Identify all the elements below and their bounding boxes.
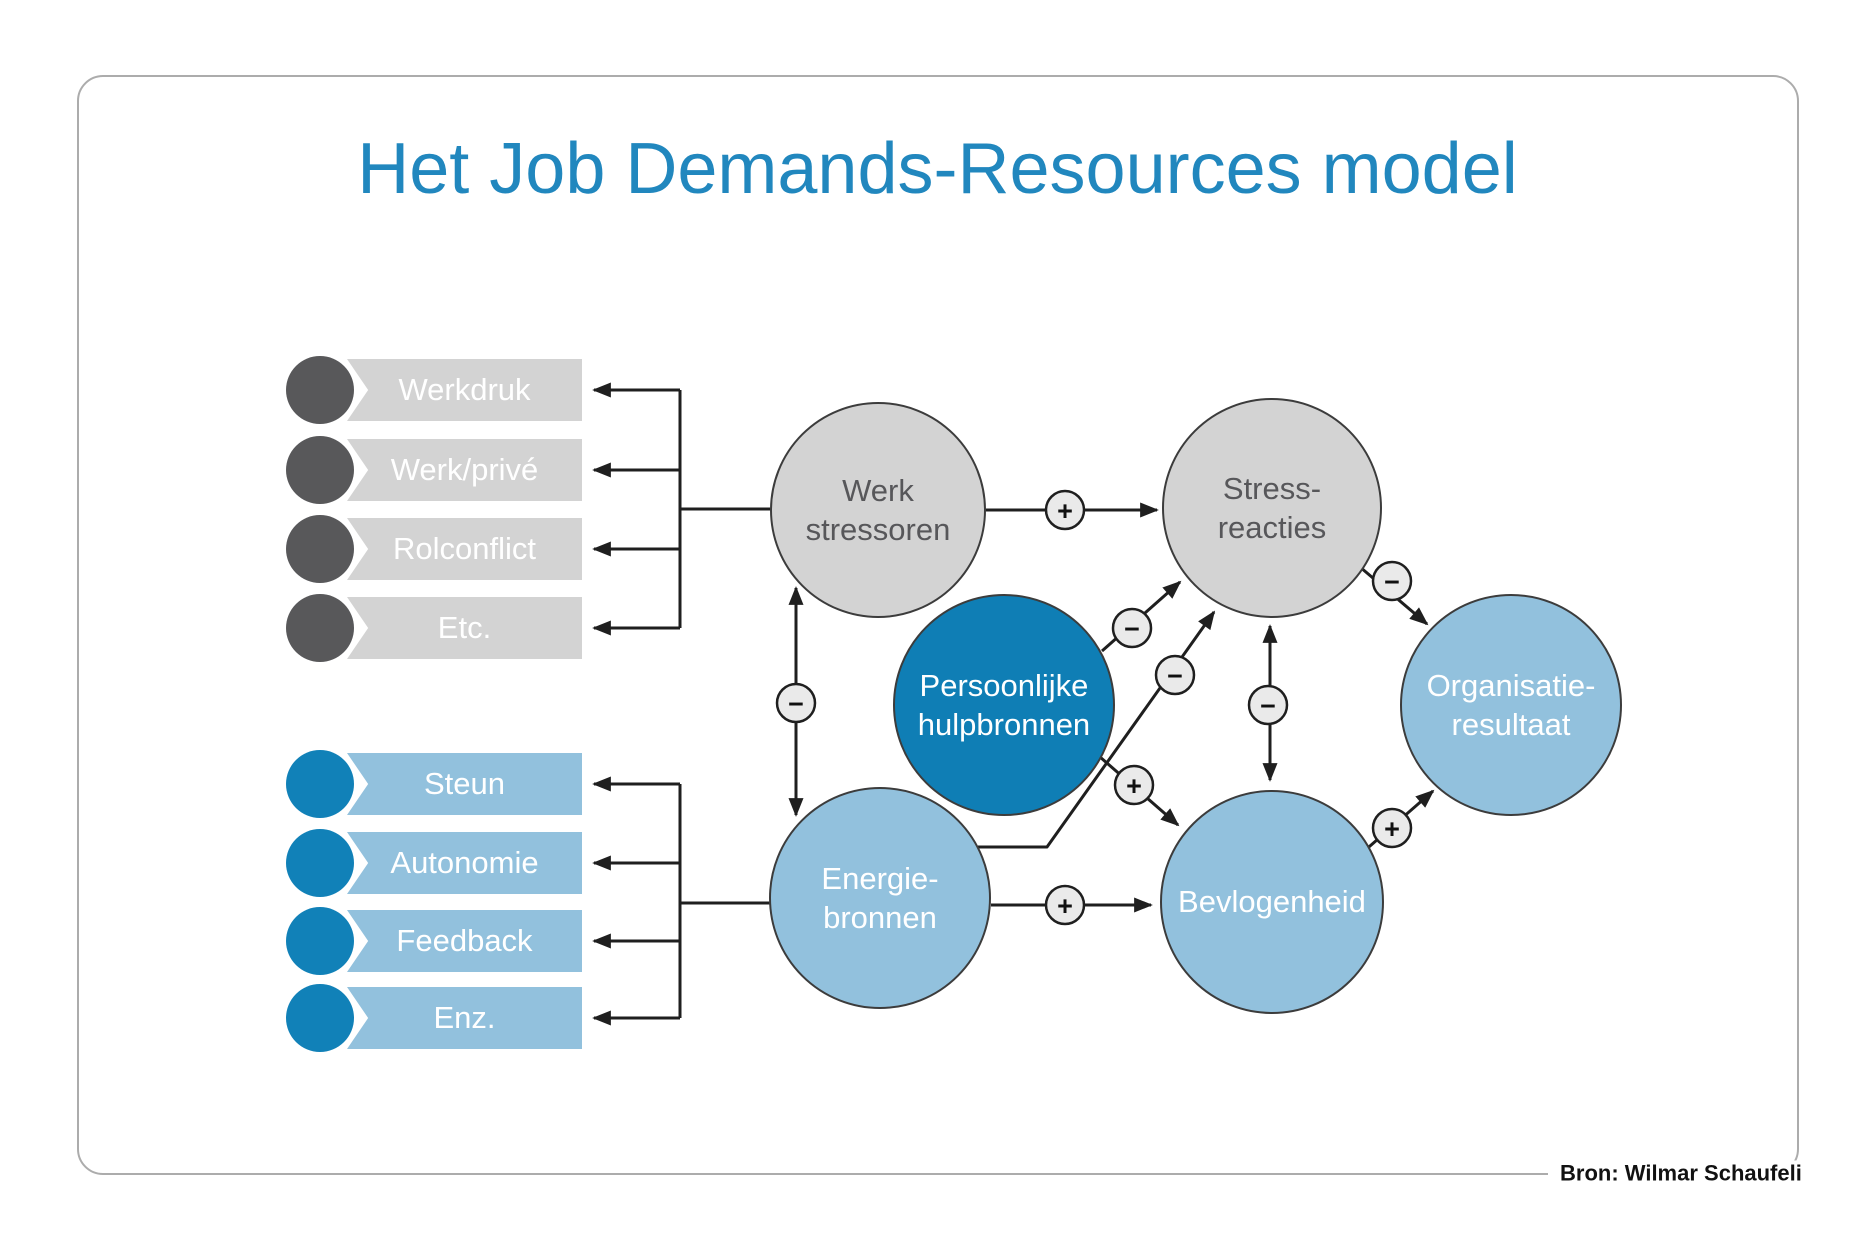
source-credit: Bron: Wilmar Schaufeli <box>1548 1160 1814 1187</box>
node-persoonlijke-hulpbronnen: Persoonlijke hulpbronnen <box>893 594 1115 816</box>
list-item-etc: Etc. <box>286 594 582 662</box>
badge-personal-bevlogenheid: + <box>1113 764 1155 806</box>
bullet-icon <box>286 829 354 897</box>
list-item-label: Steun <box>347 753 582 815</box>
svg-text:+: + <box>1057 891 1073 921</box>
list-item-label: Rolconflict <box>347 518 582 580</box>
bullet-icon <box>286 436 354 504</box>
node-energiebronnen: Energie- bronnen <box>769 787 991 1009</box>
list-item-label: Autonomie <box>347 832 582 894</box>
badge-stressreacties-bevlogenheid: − <box>1247 684 1289 726</box>
badge-stressoren-stressreacties: + <box>1044 489 1086 531</box>
list-item-label: Enz. <box>347 987 582 1049</box>
badge-stressreacties-organisatieresultaat: − <box>1371 560 1413 602</box>
badge-personal-stressreacties: − <box>1111 607 1153 649</box>
node-organisatie-resultaat: Organisatie- resultaat <box>1400 594 1622 816</box>
badge-energiebronnen-bevlogenheid: + <box>1044 884 1086 926</box>
list-item-rolconflict: Rolconflict <box>286 515 582 583</box>
svg-text:−: − <box>1167 661 1183 691</box>
bullet-icon <box>286 750 354 818</box>
list-item-enz: Enz. <box>286 984 582 1052</box>
list-item-autonomie: Autonomie <box>286 829 582 897</box>
bullet-icon <box>286 594 354 662</box>
list-item-steun: Steun <box>286 750 582 818</box>
list-item-feedback: Feedback <box>286 907 582 975</box>
list-item-label: Werkdruk <box>347 359 582 421</box>
bullet-icon <box>286 515 354 583</box>
svg-text:−: − <box>1384 567 1400 597</box>
bullet-icon <box>286 907 354 975</box>
svg-text:−: − <box>1260 691 1276 721</box>
svg-text:−: − <box>788 689 804 719</box>
bullet-icon <box>286 356 354 424</box>
badge-stressoren-energiebronnen: − <box>775 682 817 724</box>
list-item-label: Feedback <box>347 910 582 972</box>
svg-text:+: + <box>1384 814 1400 844</box>
svg-text:+: + <box>1057 496 1073 526</box>
list-item-label: Etc. <box>347 597 582 659</box>
page-title: Het Job Demands-Resources model <box>357 129 1518 209</box>
svg-text:−: − <box>1124 614 1140 644</box>
node-bevlogenheid: Bevlogenheid <box>1160 790 1384 1014</box>
node-stress-reacties: Stress- reacties <box>1162 398 1382 618</box>
bullet-icon <box>286 984 354 1052</box>
badge-energiebronnen-stressreacties: − <box>1154 654 1196 696</box>
badge-bevlogenheid-organisatieresultaat: + <box>1371 807 1413 849</box>
list-item-label: Werk/privé <box>347 439 582 501</box>
list-item-werkprive: Werk/privé <box>286 436 582 504</box>
list-item-werkdruk: Werkdruk <box>286 356 582 424</box>
node-werk-stressoren: Werk stressoren <box>770 402 986 618</box>
arrow-energiebronnen-to-stressreacties <box>978 610 1216 849</box>
svg-text:+: + <box>1126 771 1142 801</box>
